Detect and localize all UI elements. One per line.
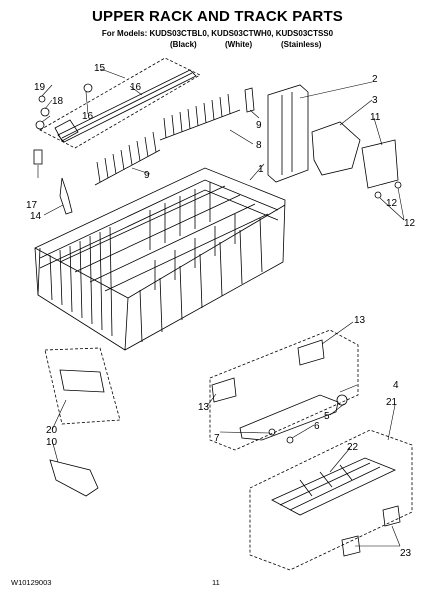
tine-row-right (159, 93, 241, 141)
part-17-clip (33, 149, 43, 165)
part-13-roller-bottom (211, 377, 237, 403)
track-rail (54, 69, 197, 143)
part-9-clip (244, 87, 255, 113)
part-4-assembly-box (209, 329, 359, 451)
callout-15: 15 (94, 63, 106, 74)
callout-13-top: 13 (354, 315, 366, 326)
part-3-dispenser (311, 121, 361, 176)
part-23-clip-a (341, 535, 361, 557)
part-14-lever (59, 177, 73, 215)
callout-9-right: 9 (256, 120, 262, 131)
callout-labels: 1 2 3 4 5 6 7 8 9 9 10 11 12 12 13 13 14… (26, 63, 416, 559)
leader-lines (37, 68, 405, 547)
part-16-roller-right (83, 83, 93, 93)
part-7-bolt (268, 428, 276, 436)
tine-row-left (94, 131, 161, 186)
callout-21: 21 (386, 397, 398, 408)
callout-12-left: 12 (386, 198, 398, 209)
part-16-roller (35, 120, 45, 130)
part-12-screw-b (394, 181, 402, 189)
part-22-shelf (271, 457, 396, 516)
upper-rack (34, 167, 286, 351)
part-6-bolt (286, 436, 294, 444)
callout-8: 8 (256, 140, 262, 151)
callout-3: 3 (372, 95, 378, 106)
track-assembly-box (39, 57, 201, 149)
part-23-clip-b (382, 505, 401, 527)
callout-19: 19 (34, 82, 46, 93)
callout-16-top: 16 (130, 82, 142, 93)
model-list: For Models: KUDS03CTBL0, KUDS03CTWH0, KU… (101, 29, 334, 38)
part-5-wheel (336, 394, 348, 406)
callout-23: 23 (400, 548, 412, 559)
callout-10: 10 (46, 437, 58, 448)
part-10-clip (49, 459, 99, 497)
part-11-cover (361, 139, 399, 189)
callout-6: 6 (314, 421, 320, 432)
variant-stainless: (Stainless) (281, 40, 322, 49)
part-18-washer (40, 107, 50, 117)
page-title: UPPER RACK AND TRACK PARTS (91, 8, 344, 25)
part-20-handle (59, 369, 105, 393)
callout-17: 17 (26, 200, 38, 211)
callout-16-left: 16 (82, 111, 94, 122)
page-number: 11 (212, 578, 220, 587)
variant-white: (White) (225, 40, 253, 49)
callout-12-right: 12 (404, 218, 416, 229)
callout-20: 20 (46, 425, 58, 436)
callout-22: 22 (347, 442, 359, 453)
part-20-box (44, 347, 121, 425)
document-number: W10129003 (11, 578, 52, 587)
callout-11: 11 (370, 112, 381, 123)
part-12-screw-a (374, 191, 382, 199)
callout-14: 14 (30, 211, 42, 222)
callout-4: 4 (393, 380, 399, 391)
part-2-bracket (267, 84, 309, 183)
callout-18: 18 (52, 96, 64, 107)
callout-13-left: 13 (198, 402, 210, 413)
callout-5: 5 (324, 411, 330, 422)
part-21-box (249, 429, 413, 571)
callout-9-left: 9 (144, 170, 150, 181)
part-13-roller-top (297, 339, 325, 366)
part-19-bolt (38, 95, 46, 103)
callout-2: 2 (372, 74, 378, 85)
callout-1: 1 (258, 164, 264, 175)
variant-black: (Black) (170, 40, 197, 49)
callout-7: 7 (214, 433, 220, 444)
part-4-arm (239, 394, 339, 441)
